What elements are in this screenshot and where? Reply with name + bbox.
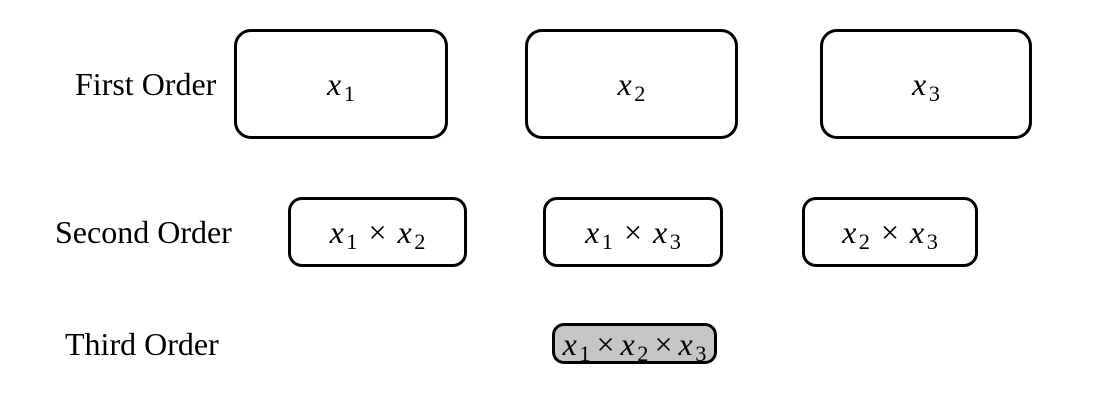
row-label-third-order: Third Order	[65, 326, 219, 362]
times-operator: ×	[623, 214, 643, 250]
variable-term: x3	[678, 325, 707, 366]
times-operator: ×	[368, 214, 387, 250]
box-x1-x2: x1 × x2	[288, 197, 467, 267]
variable-term: x2	[620, 325, 649, 366]
row-label-second-order: Second Order	[55, 214, 232, 250]
box-x1-x3: x1 × x3	[543, 197, 723, 267]
times-operator: ×	[880, 214, 900, 250]
times-operator: ×	[654, 325, 673, 362]
variable-term: x1	[327, 66, 355, 107]
variable-term: x1	[562, 325, 591, 366]
box-x2: x2	[525, 29, 738, 139]
box-x3: x3	[820, 29, 1032, 139]
variable-term: x2	[397, 214, 426, 255]
times-operator: ×	[596, 325, 615, 362]
variable-term: x3	[910, 214, 938, 255]
variable-term: x1	[329, 214, 358, 255]
variable-term: x3	[653, 214, 681, 255]
variable-term: x1	[585, 214, 613, 255]
box-x2-x3: x2 × x3	[802, 197, 978, 267]
row-label-first-order: First Order	[75, 66, 217, 102]
variable-term: x3	[912, 66, 940, 107]
variable-term: x2	[842, 214, 870, 255]
box-x1-x2-x3: x1×x2×x3	[552, 323, 717, 364]
variable-term: x2	[617, 66, 646, 107]
box-x1: x1	[234, 29, 448, 139]
